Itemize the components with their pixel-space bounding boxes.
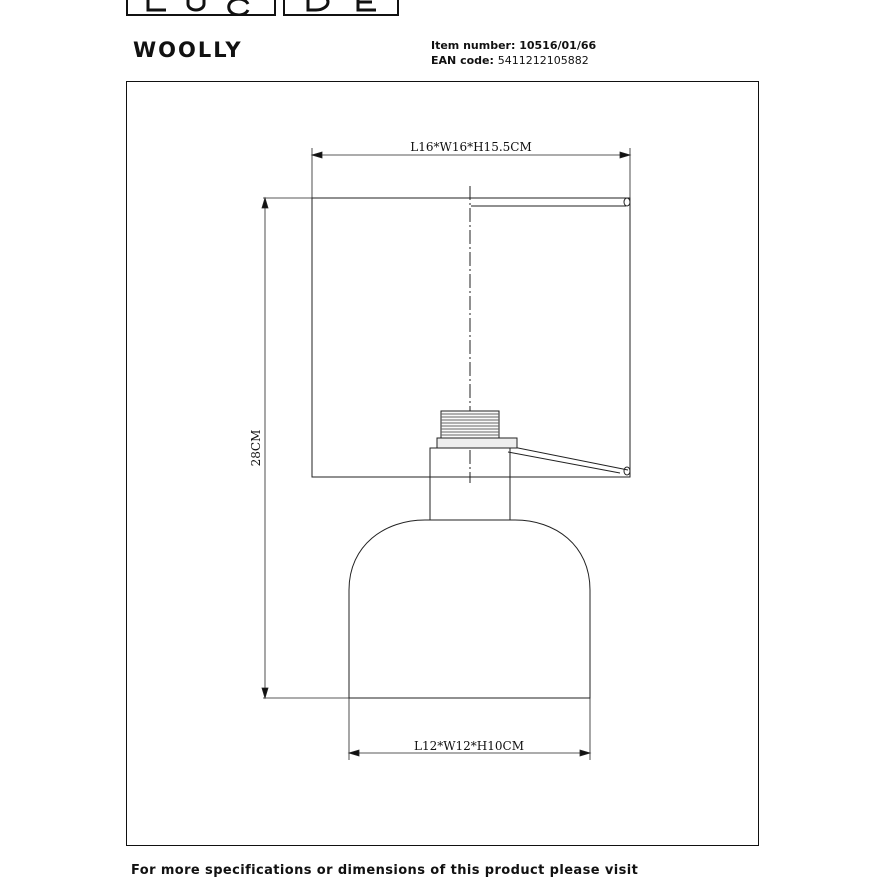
brand-logo — [126, 0, 399, 16]
item-number-row: Item number: 10516/01/66 — [431, 38, 596, 53]
lamp-holder — [436, 437, 518, 449]
item-number-value: 10516/01/66 — [519, 39, 597, 52]
footer-note: For more specifications or dimensions of… — [131, 863, 639, 878]
product-meta: Item number: 10516/01/66 EAN code: 54112… — [431, 38, 596, 68]
ean-code-value: 5411212105882 — [497, 54, 589, 67]
height-dimension-label: 28CM — [249, 430, 263, 467]
product-title: WOOLLY — [133, 38, 243, 62]
ean-code-row: EAN code: 5411212105882 — [431, 53, 596, 68]
item-number-label: Item number: — [431, 39, 520, 52]
lamp-base — [348, 519, 591, 699]
ean-code-label: EAN code: — [431, 54, 498, 67]
drawing-frame — [126, 81, 759, 846]
base-dimension-label: L12*W12*H10CM — [414, 739, 524, 753]
shade-dimension-label: L16*W16*H15.5CM — [410, 140, 532, 154]
